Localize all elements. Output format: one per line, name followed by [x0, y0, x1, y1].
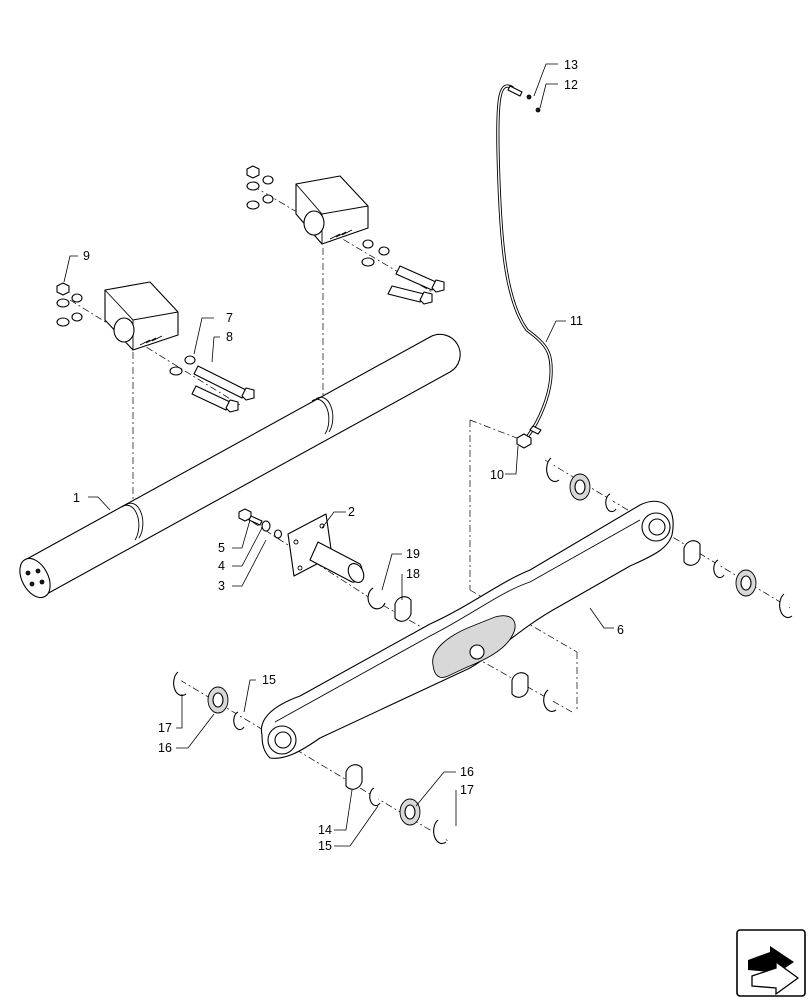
callout-14: 14	[318, 823, 332, 837]
callout-17-left: 17	[158, 721, 172, 735]
callout-4: 4	[218, 559, 225, 573]
callout-7: 7	[226, 311, 233, 325]
next-page-arrow-icon[interactable]	[736, 929, 806, 997]
callout-19: 19	[406, 547, 420, 561]
callout-15-bottom: 15	[318, 839, 332, 853]
pivot-pin	[238, 508, 365, 583]
bushings-and-rings	[173, 457, 793, 845]
callout-2: 2	[348, 505, 355, 519]
callout-11: 11	[570, 314, 583, 328]
bolts	[191, 265, 445, 413]
hose-line	[496, 84, 553, 449]
callout-3: 3	[218, 579, 225, 593]
callout-10: 10	[490, 468, 504, 482]
callout-8: 8	[226, 330, 233, 344]
callout-18: 18	[406, 567, 420, 581]
bearing-block-left	[104, 281, 179, 351]
callout-16-right: 16	[460, 765, 474, 779]
shaft	[19, 333, 461, 599]
callout-12: 12	[564, 78, 578, 92]
callout-9: 9	[83, 249, 90, 263]
leader-lines	[63, 63, 614, 847]
callout-15-left: 15	[262, 673, 276, 687]
callout-13: 13	[564, 58, 578, 72]
nuts-and-washers	[56, 165, 390, 376]
callout-1: 1	[73, 491, 80, 505]
bearing-block-right	[295, 175, 369, 245]
callout-labels: 1 2 3 4 5 6 7 8 9 10 11 12 13 14 15 15 1…	[73, 58, 624, 853]
callout-6: 6	[617, 623, 624, 637]
lift-arm	[260, 500, 674, 759]
callout-17-right: 17	[460, 783, 474, 797]
callout-5: 5	[218, 541, 225, 555]
callout-16-left: 16	[158, 741, 172, 755]
